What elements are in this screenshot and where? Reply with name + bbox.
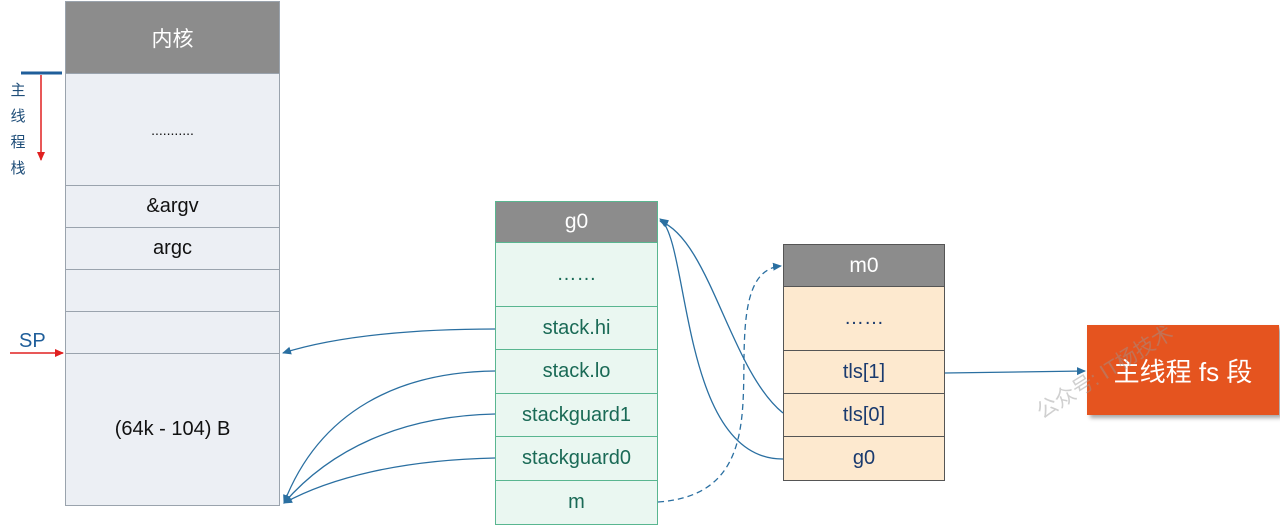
stack-dots-cell: ........... bbox=[65, 74, 280, 186]
tls0-to-g0-arrow bbox=[659, 220, 784, 414]
stackguard0-arrow bbox=[283, 457, 496, 504]
stack-argc-cell: argc bbox=[65, 228, 280, 270]
stackguard1-arrow bbox=[283, 413, 496, 504]
g0-stackguard0-cell: stackguard0 bbox=[495, 437, 658, 481]
m0-dots-cell: …… bbox=[783, 287, 945, 351]
stack-empty-cell-2 bbox=[65, 312, 280, 354]
stack-lo-arrow bbox=[283, 370, 496, 504]
g0-m-cell: m bbox=[495, 481, 658, 525]
m-to-m0-arrow bbox=[657, 262, 782, 503]
g0-stackguard1-cell: stackguard1 bbox=[495, 394, 658, 437]
m0-header: m0 bbox=[783, 244, 945, 287]
m0-g0-to-g0-arrow bbox=[659, 218, 784, 460]
stack-kernel-cell: 内核 bbox=[65, 1, 280, 74]
m0-g0-cell: g0 bbox=[783, 437, 945, 481]
stack-empty-cell-1 bbox=[65, 270, 280, 312]
m0-tls0-cell: tls[0] bbox=[783, 394, 945, 437]
stack-argv-cell: &argv bbox=[65, 186, 280, 228]
main-stack-char-4: 栈 bbox=[10, 160, 26, 177]
sp-label: SP bbox=[19, 330, 46, 352]
main-stack-char-2: 线 bbox=[10, 108, 26, 125]
g0-stack-hi-cell: stack.hi bbox=[495, 307, 658, 350]
tls1-to-fs-arrow bbox=[944, 367, 1086, 376]
g0-header: g0 bbox=[495, 201, 658, 243]
main-thread-stack-label: 主 线 程 栈 bbox=[8, 78, 28, 182]
g0-dots-cell: …… bbox=[495, 243, 658, 307]
stack-hi-arrow bbox=[282, 328, 496, 355]
stack-size-cell: (64k - 104) B bbox=[65, 354, 280, 506]
m0-tls1-cell: tls[1] bbox=[783, 351, 945, 394]
main-stack-char-1: 主 bbox=[10, 82, 26, 99]
g0-stack-lo-cell: stack.lo bbox=[495, 350, 658, 394]
fs-segment-box: 主线程 fs 段 bbox=[1087, 325, 1279, 415]
main-stack-char-3: 程 bbox=[10, 134, 26, 151]
